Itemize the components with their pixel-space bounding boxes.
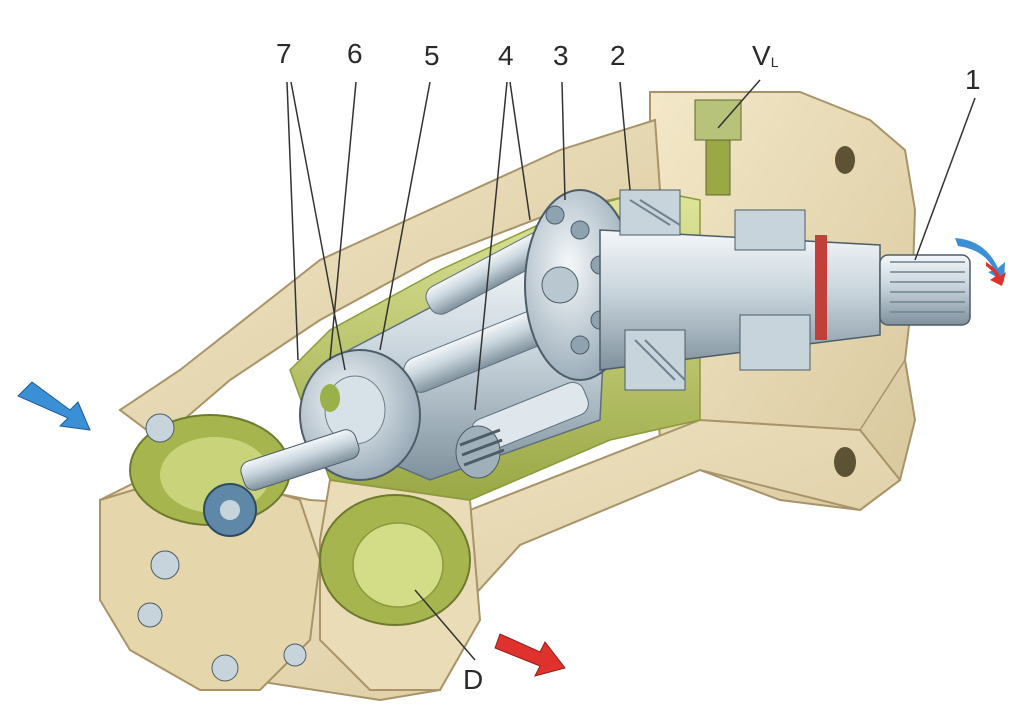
label-5: 5 bbox=[424, 40, 440, 71]
bolt-1 bbox=[150, 550, 180, 580]
drive-shaft bbox=[599, 189, 971, 391]
label-4: 4 bbox=[498, 40, 514, 71]
label-2: 2 bbox=[610, 40, 626, 71]
splined-shaft-end bbox=[879, 254, 971, 326]
label-d: D bbox=[463, 664, 484, 695]
leader-6 bbox=[329, 81, 357, 361]
leader-7b bbox=[290, 81, 346, 371]
leader-vl bbox=[717, 79, 761, 129]
inlet-arrow bbox=[17, 381, 91, 431]
leader-3 bbox=[561, 81, 566, 201]
leader-7a bbox=[286, 81, 299, 361]
rotation-arrow bbox=[955, 238, 1006, 286]
label-1: 1 bbox=[965, 64, 981, 95]
bolt-4 bbox=[145, 413, 175, 443]
flange-hole-top bbox=[835, 146, 855, 174]
label-vl-sub: L bbox=[770, 54, 779, 70]
leakage-port bbox=[694, 99, 742, 196]
label-6: 6 bbox=[347, 38, 363, 69]
bolt-2 bbox=[137, 602, 163, 628]
bolt-5 bbox=[283, 643, 307, 667]
leader-lines bbox=[286, 79, 976, 661]
upper-housing-wall bbox=[118, 118, 662, 442]
bolt-3 bbox=[211, 654, 239, 682]
outlet-arrow bbox=[494, 633, 566, 677]
flange-hole-bottom bbox=[834, 447, 856, 477]
leader-4a bbox=[474, 81, 508, 411]
label-7: 7 bbox=[276, 38, 292, 69]
leader-d bbox=[414, 589, 476, 661]
leader-5 bbox=[379, 81, 431, 351]
bearing-front bbox=[619, 189, 686, 391]
port-hardware bbox=[137, 413, 360, 682]
label-vl-main: V bbox=[752, 40, 771, 71]
leader-1 bbox=[914, 97, 976, 261]
spool-valve bbox=[203, 429, 360, 537]
shaft-seal bbox=[815, 235, 827, 340]
label-3: 3 bbox=[553, 40, 569, 71]
bearing-rear bbox=[734, 209, 811, 371]
center-spring bbox=[455, 425, 505, 479]
leader-2 bbox=[619, 81, 631, 191]
label-vl: VL bbox=[752, 42, 778, 70]
leader-4b bbox=[509, 81, 531, 221]
